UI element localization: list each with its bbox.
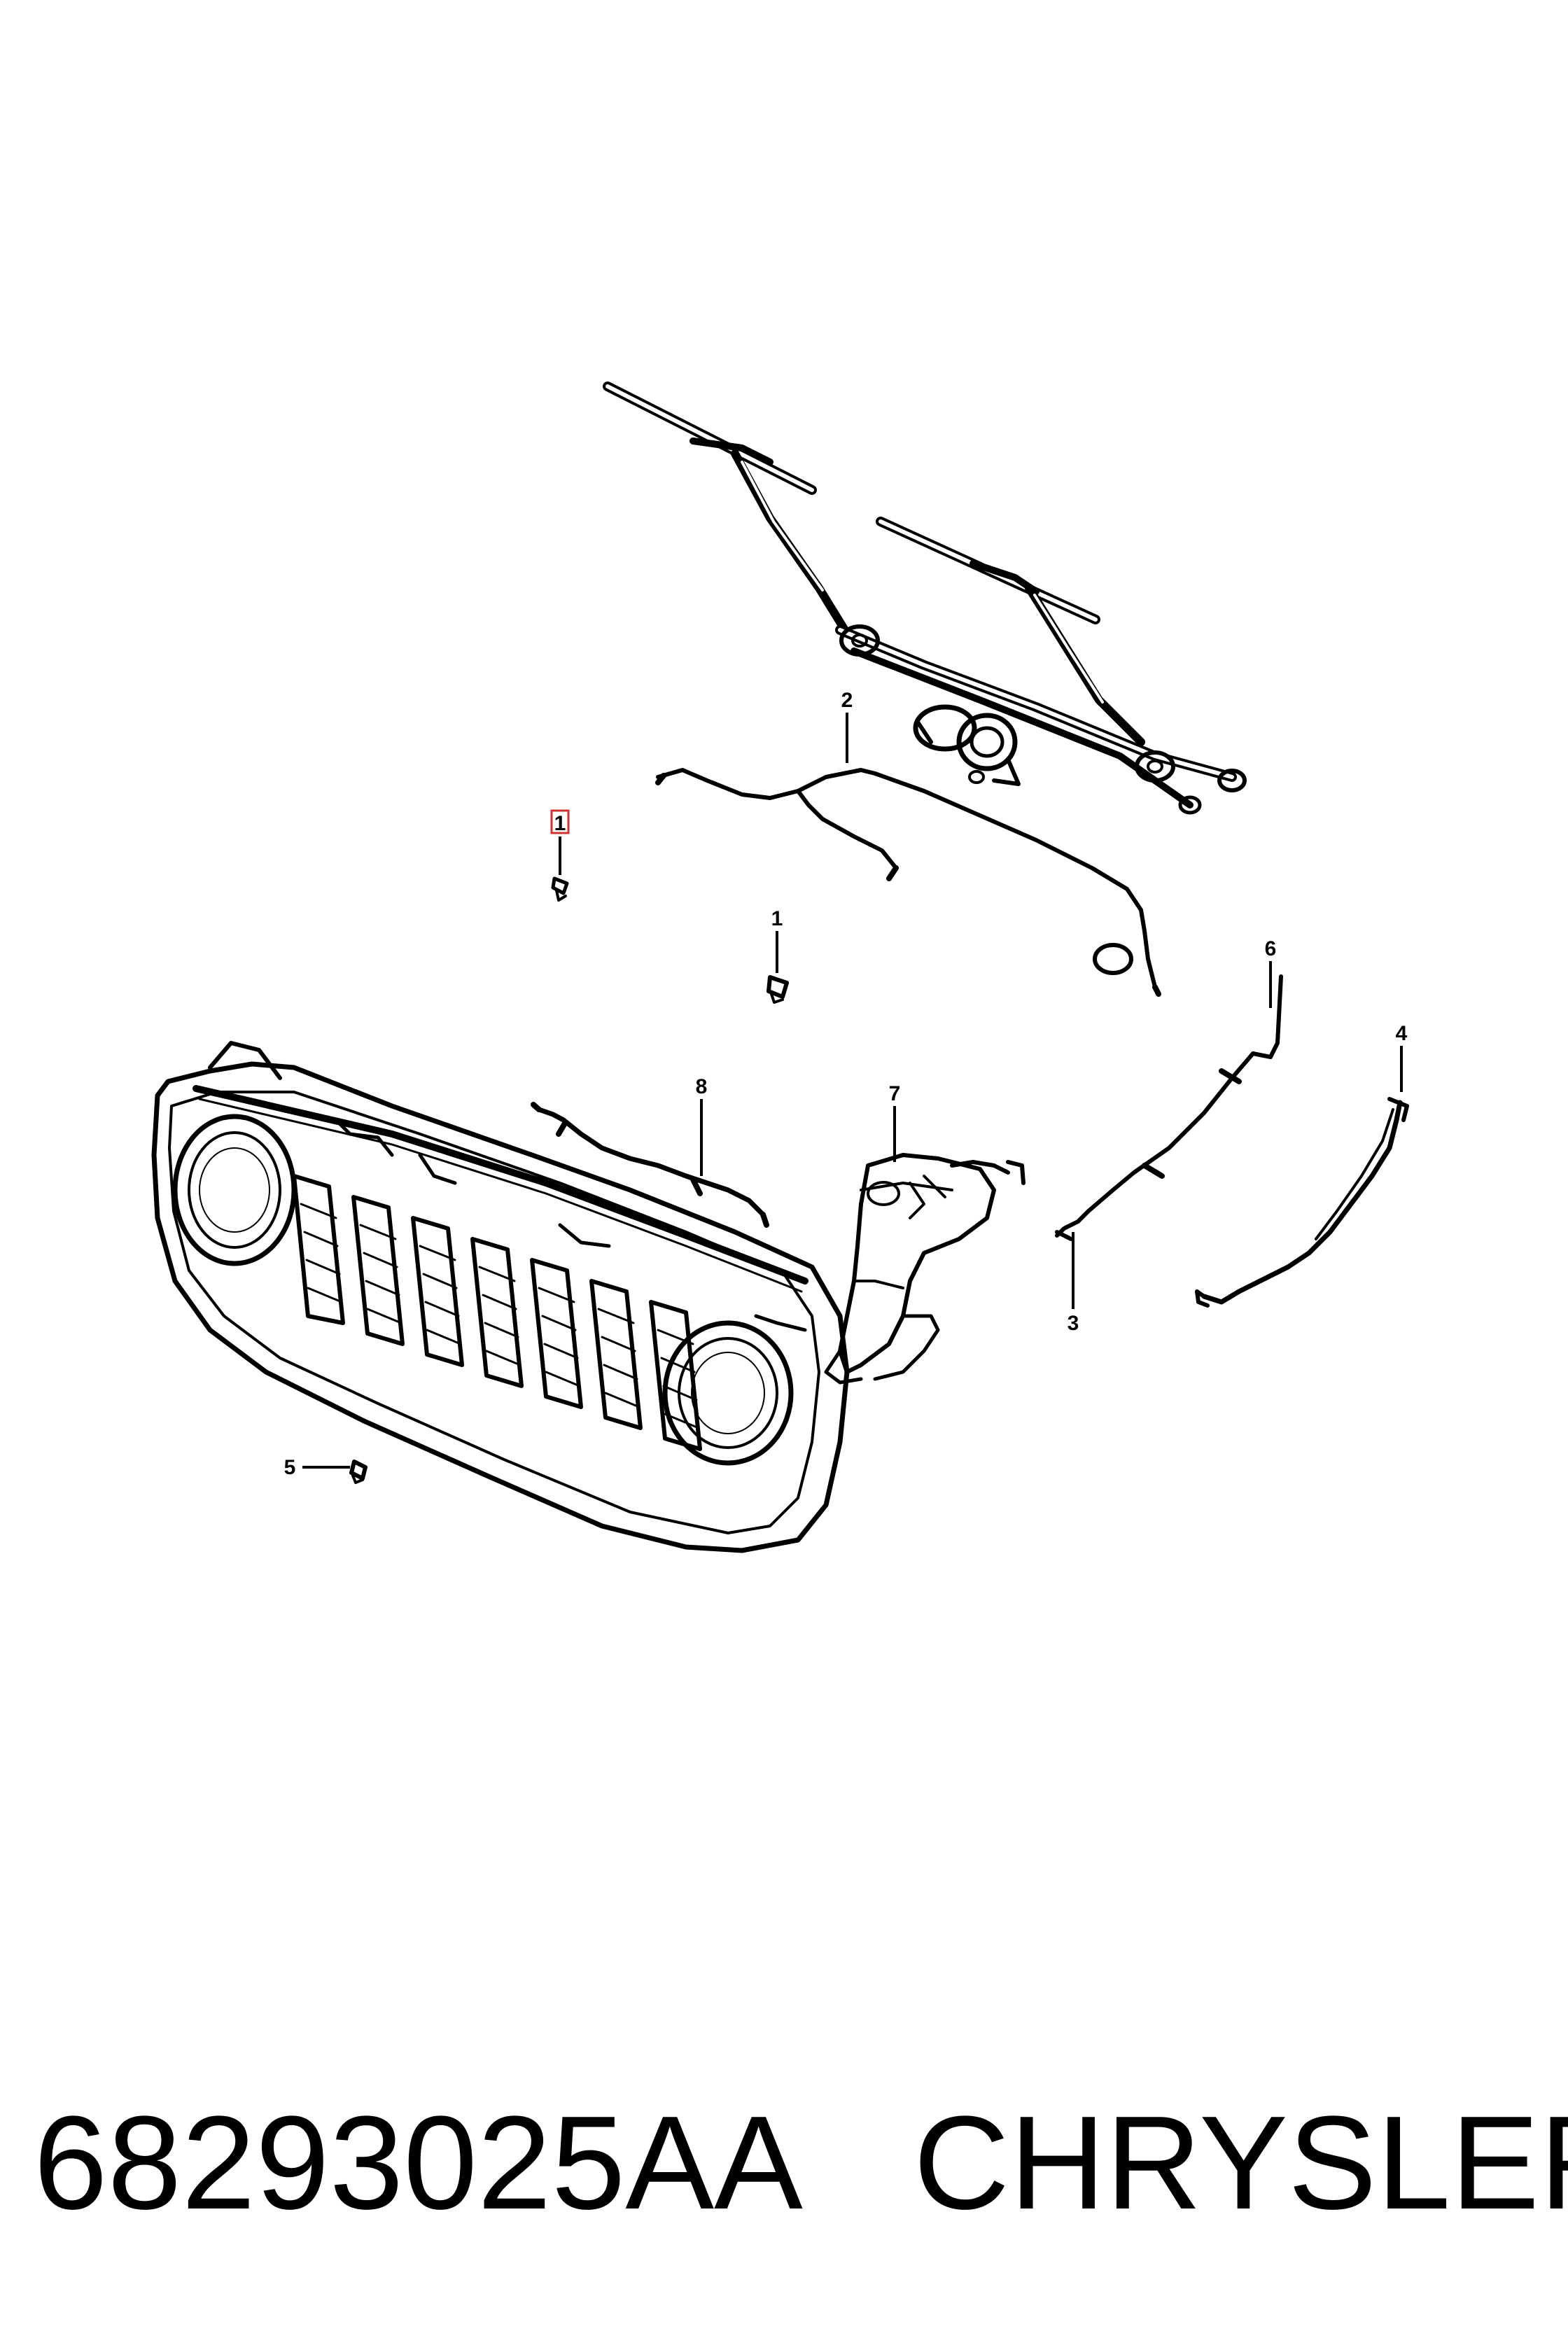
callout-8: 8: [696, 1075, 708, 1098]
callout-6: 6: [1265, 937, 1277, 960]
washer-hose-4: [1195, 1097, 1409, 1308]
grille-mesh: [300, 1203, 700, 1429]
front-grille: [151, 1041, 850, 1553]
sensor-housing-7: [824, 1153, 1026, 1385]
clip-part-1-lower: [766, 975, 789, 1004]
washer-hose: [655, 768, 1161, 997]
clip-part-5: [349, 1460, 368, 1484]
callouts: 1 2 1 6 4 8 7 3 5: [284, 689, 1408, 1479]
grille-slots: [292, 1174, 702, 1451]
callout-2: 2: [841, 689, 853, 712]
wiper-assembly: [603, 382, 1247, 815]
callout-3: 3: [1068, 1312, 1079, 1335]
washer-hose-6: [1076, 974, 1283, 1224]
leader-lines: [302, 713, 1403, 1469]
callout-1-highlight-box: [550, 809, 570, 834]
callout-1: 1: [771, 907, 783, 930]
clip-part-1-upper: [551, 876, 569, 902]
part-number: 68293025AA: [34, 2089, 803, 2237]
washer-hose-3: [1055, 1219, 1080, 1241]
wiring-harness-8: [531, 1102, 769, 1228]
callout-1-highlighted: 1: [554, 812, 566, 835]
callout-4: 4: [1396, 1022, 1408, 1045]
callout-7: 7: [889, 1082, 901, 1105]
brand-name: CHRYSLER: [913, 2089, 1568, 2237]
callout-5: 5: [284, 1456, 296, 1479]
footer: 68293025AA CHRYSLER: [0, 2072, 1568, 2254]
